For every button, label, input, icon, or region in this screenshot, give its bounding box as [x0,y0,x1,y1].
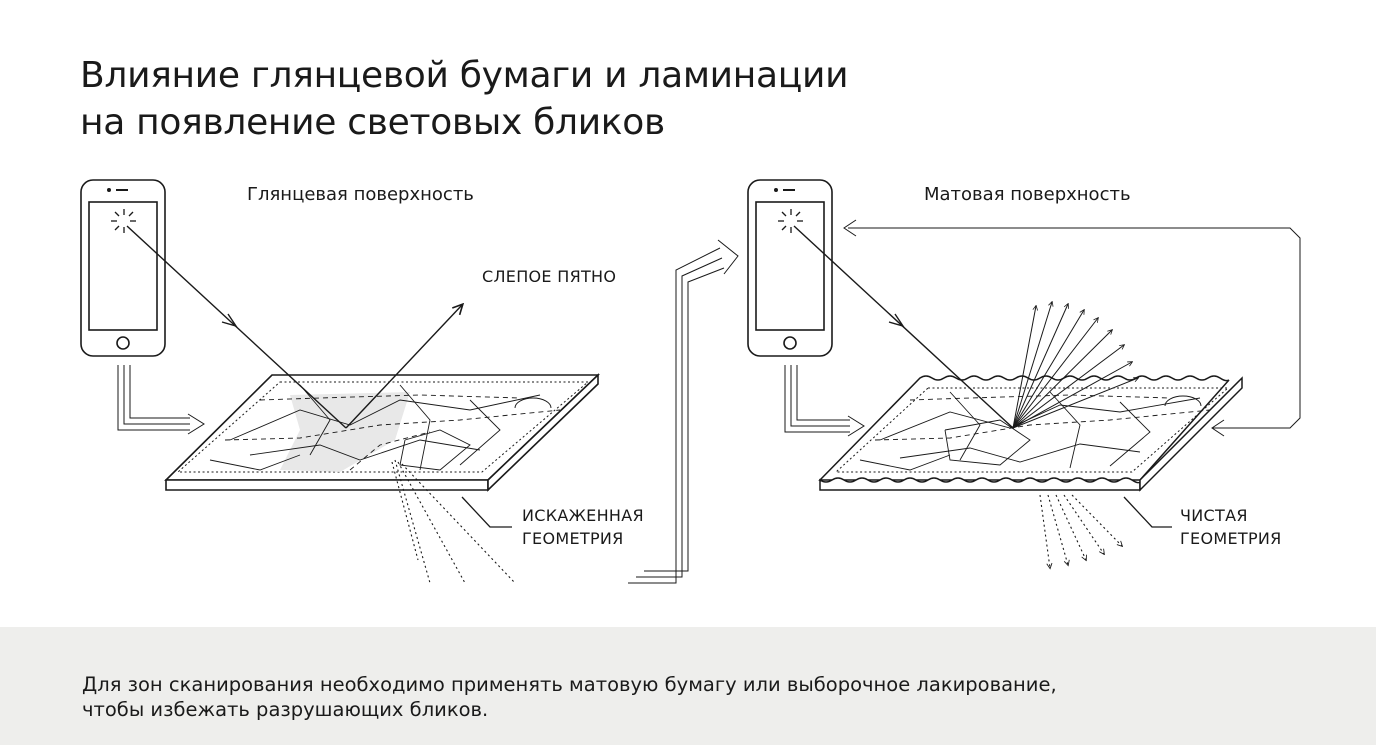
blind-spot-label: СЛЕПОЕ ПЯТНО [482,267,616,286]
incident-ray [793,225,1014,429]
smartphone-icon [80,179,166,357]
flash-icon [111,209,136,233]
clean-label-1: ЧИСТАЯ [1180,506,1248,525]
transition-arrow [628,239,739,584]
reflected-ray [345,305,462,429]
matte-heading: Матовая поверхность [924,184,1131,205]
glossy-heading: Глянцевая поверхность [247,184,474,205]
incident-ray [126,225,347,429]
distorted-leader [461,496,512,528]
title-line-1: Влияние глянцевой бумаги и ламинации [80,55,849,96]
scattered-rays [391,459,516,584]
footer-text: Для зон сканирования необходимо применят… [82,672,1302,722]
glare-diagram: Глянцевая поверхность СЛЕПОЕ ПЯТНО ИСКАЖ… [80,179,1301,584]
feedback-arrow [843,219,1301,437]
footer-line-2: чтобы избежать разрушающих бликов. [82,698,489,721]
flash-icon [778,209,803,233]
transmitted-rays [1039,494,1122,568]
glossy-panel: Глянцевая поверхность СЛЕПОЕ ПЯТНО ИСКАЖ… [80,179,644,584]
diffuse-rays [1012,302,1138,429]
arrow-icon [784,365,865,437]
smartphone-icon [747,179,833,357]
clean-label-2: ГЕОМЕТРИЯ [1180,529,1282,548]
distorted-label-2: ГЕОМЕТРИЯ [522,529,624,548]
distorted-label-1: ИСКАЖЕННАЯ [522,506,644,525]
title-line-2: на появление световых бликов [80,102,665,143]
clean-leader [1123,496,1172,528]
page-title: Влияние глянцевой бумаги и ламинации на … [80,52,848,146]
footer-line-1: Для зон сканирования необходимо применят… [82,673,1057,696]
footer-note: Для зон сканирования необходимо применят… [0,627,1376,745]
glossy-sheet [164,373,600,492]
arrow-icon [117,365,205,435]
matte-sheet [818,375,1243,492]
matte-panel: Матовая поверхность ЧИСТАЯ ГЕОМЕТРИЯ [747,179,1301,568]
